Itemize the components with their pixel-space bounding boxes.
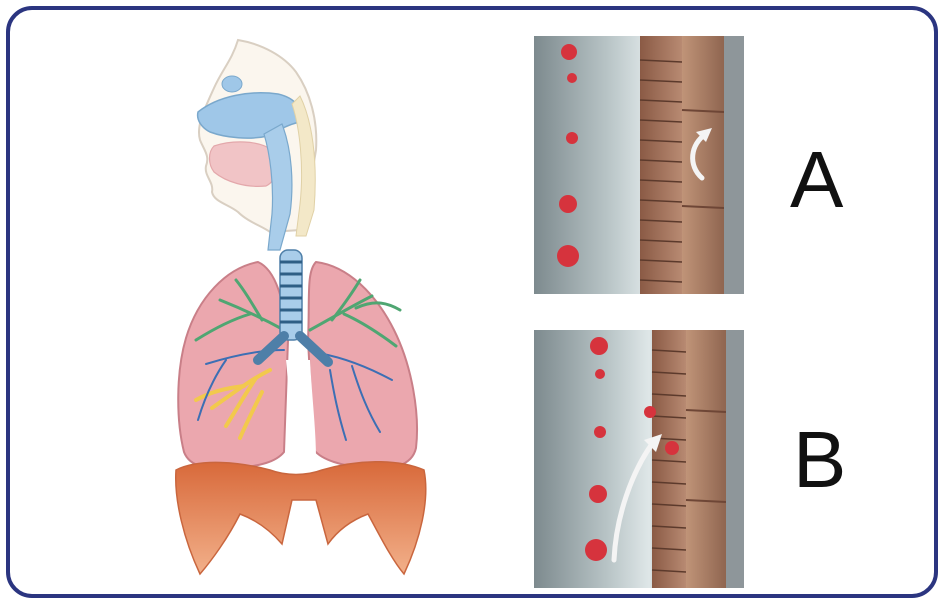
panel-label-a: A xyxy=(790,140,843,220)
panel-b-epithelium xyxy=(686,330,726,588)
diaphragm xyxy=(176,462,426,574)
respiratory-system-illustration xyxy=(176,40,426,574)
panel-label-b: B xyxy=(793,420,846,500)
left-lung xyxy=(178,262,288,469)
cilia-panel-a xyxy=(534,36,744,294)
panel-a-edge xyxy=(724,36,744,294)
panel-b-edge xyxy=(726,330,744,588)
sinus xyxy=(222,76,242,92)
panel-a-cilia-layer xyxy=(640,36,682,294)
cilia-panel-b xyxy=(534,330,744,588)
panel-a-epithelium xyxy=(682,36,724,294)
